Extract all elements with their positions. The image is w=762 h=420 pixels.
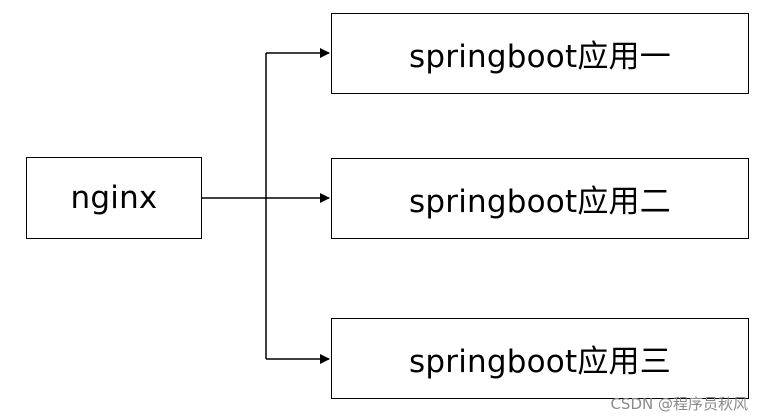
springboot-app-one-node: springboot应用一 (331, 13, 749, 94)
csdn-watermark: CSDN @程序员秋风 (610, 395, 748, 413)
springboot-app-one-label: springboot应用一 (409, 39, 671, 75)
nginx-label: nginx (70, 180, 158, 216)
springboot-app-three-node: springboot应用三 (331, 318, 749, 399)
springboot-app-two-label: springboot应用二 (409, 184, 671, 220)
springboot-app-three-label: springboot应用三 (409, 344, 671, 380)
springboot-app-two-node: springboot应用二 (331, 158, 749, 239)
nginx-node: nginx (26, 157, 202, 239)
